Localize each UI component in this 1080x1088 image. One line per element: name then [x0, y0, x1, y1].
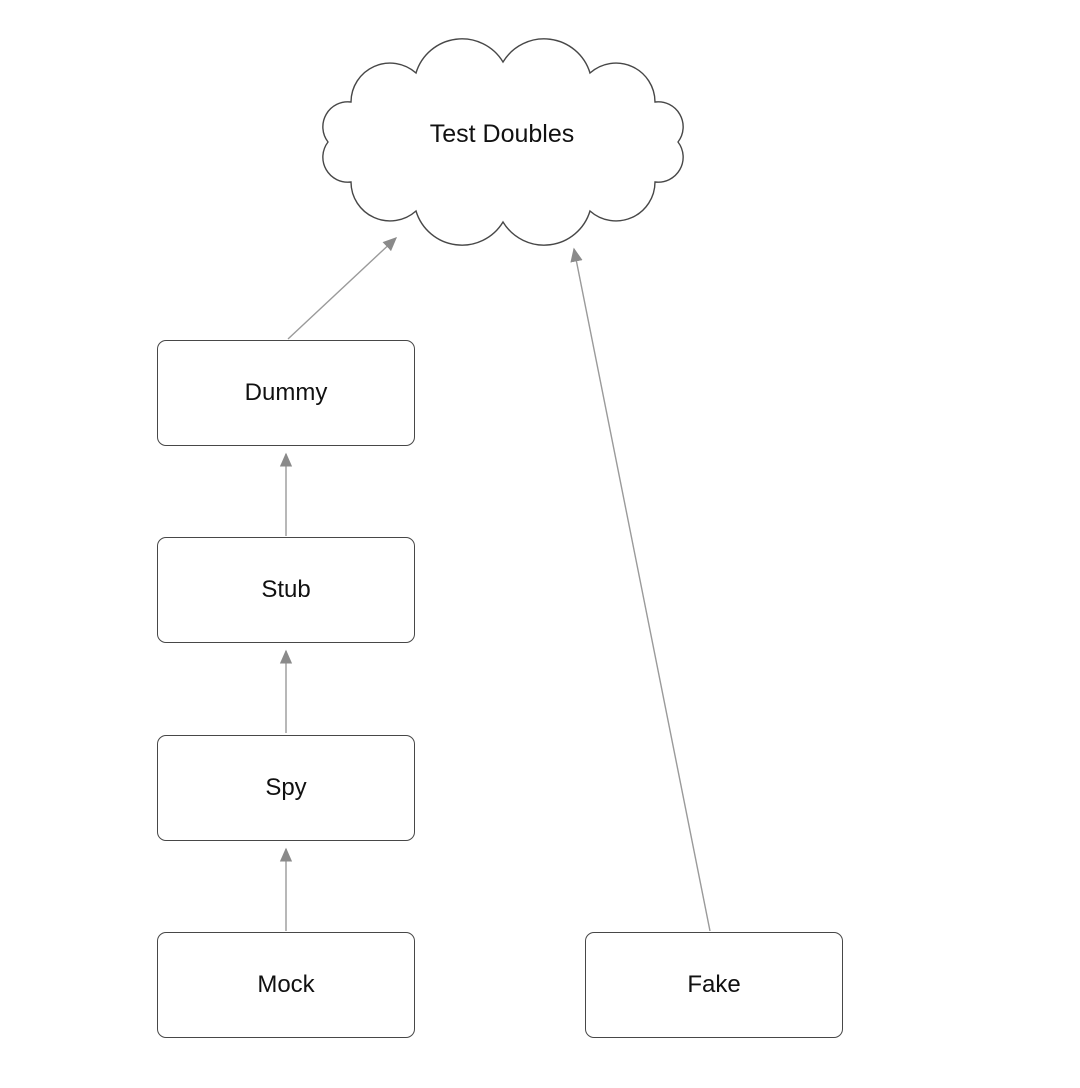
node-stub: Stub [157, 537, 415, 643]
node-mock-label: Mock [257, 971, 315, 998]
cloud-shape [322, 38, 684, 246]
node-fake: Fake [585, 932, 843, 1038]
node-cloud-label: Test Doubles [429, 120, 575, 148]
node-mock: Mock [157, 932, 415, 1038]
node-dummy-label: Dummy [244, 379, 328, 406]
edge-dummy-to-cloud [287, 237, 398, 340]
node-spy: Spy [157, 735, 415, 841]
edge-fake-to-cloud [570, 247, 711, 932]
node-stub-label: Stub [261, 576, 311, 603]
node-dummy: Dummy [157, 340, 415, 446]
node-fake-label: Fake [687, 971, 741, 998]
node-spy-label: Spy [265, 774, 307, 801]
